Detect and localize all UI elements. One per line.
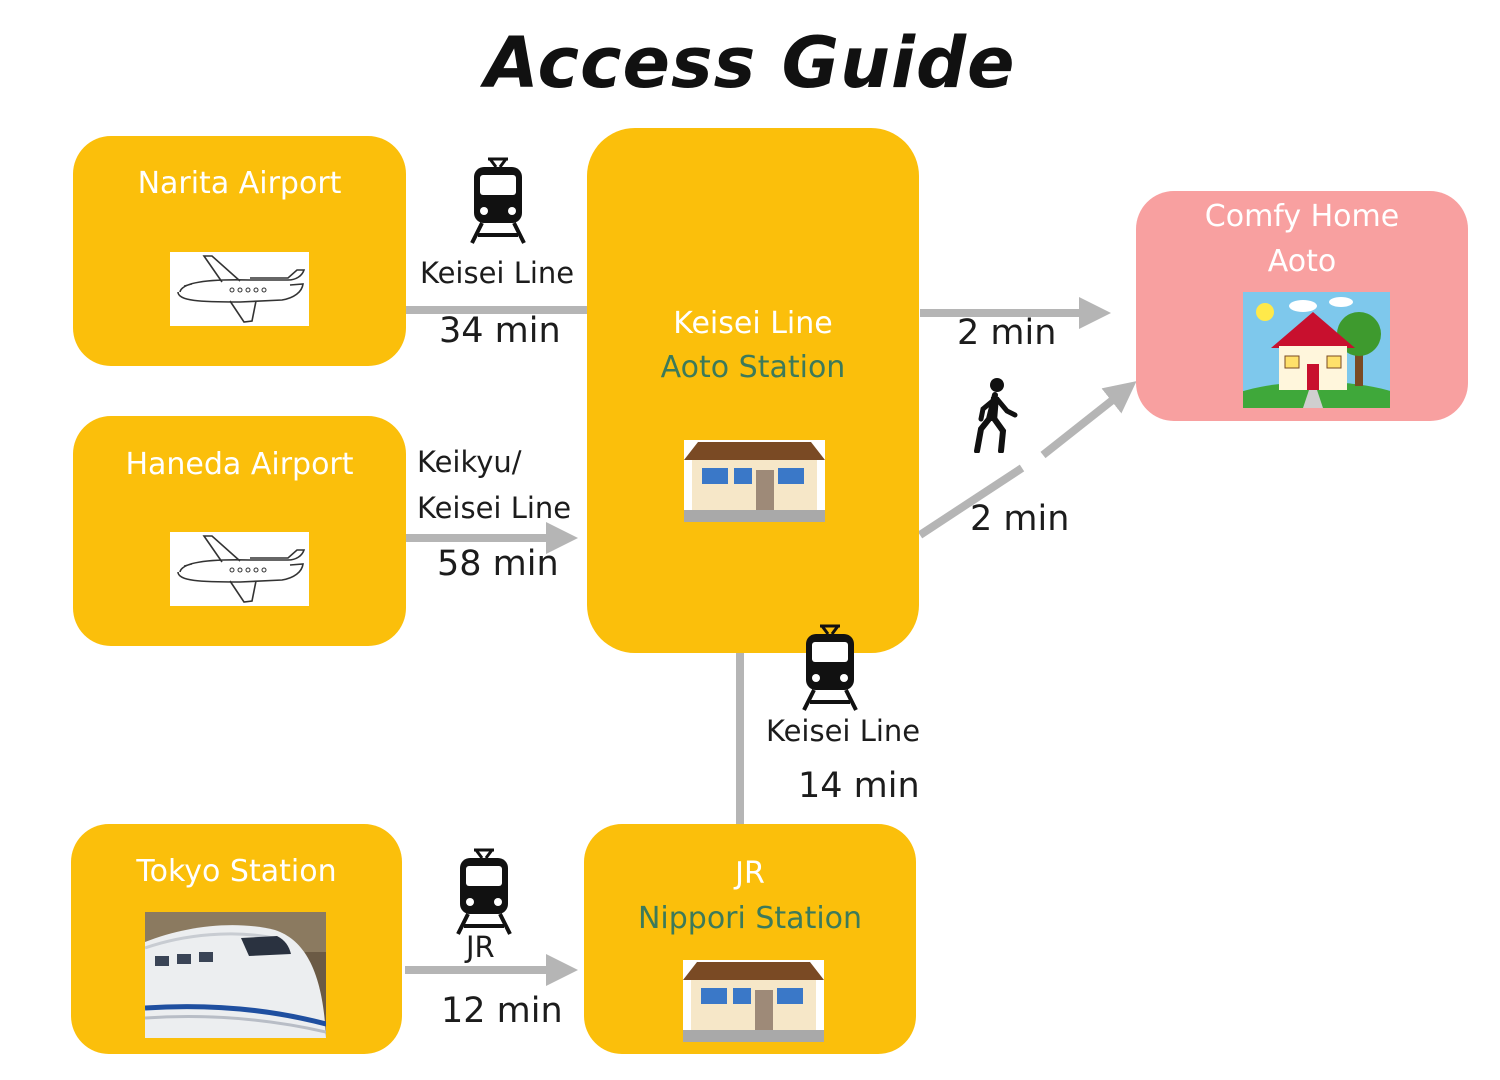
walking-person-icon [974, 378, 1018, 453]
node-line-label: Keisei Line [673, 306, 833, 341]
train-icon [470, 157, 526, 244]
node-tokyo-station: Tokyo Station [71, 824, 402, 1054]
edge-line-label: JR [466, 930, 495, 964]
edge-line-label: Keisei Line [417, 491, 572, 525]
node-label: Narita Airport [137, 166, 342, 201]
bullet-train-icon [145, 912, 326, 1038]
node-aoto-station: Keisei Line Aoto Station [587, 128, 919, 653]
node-nippori-station: JR Nippori Station [584, 824, 916, 1054]
node-label: Tokyo Station [136, 854, 337, 889]
station-building-icon [684, 440, 825, 522]
node-line-label: JR [735, 856, 765, 891]
node-label: Haneda Airport [125, 447, 354, 482]
edge-line-label: Keisei Line [766, 714, 921, 748]
edge-line-label: Keisei Line [420, 256, 575, 290]
edge-time-label: 2 min [970, 499, 1070, 539]
node-narita-airport: Narita Airport [73, 136, 406, 366]
edge-time-label: 14 min [798, 766, 920, 806]
node-station-name: Aoto Station [660, 350, 846, 385]
airplane-icon [170, 252, 309, 326]
arrow-aoto-home-bottom-a [917, 464, 1025, 539]
edge-time-label: 58 min [437, 544, 559, 584]
edge-time-label: 2 min [957, 313, 1057, 353]
page-title: Access Guide [484, 22, 1016, 104]
edge-time-label: 34 min [439, 311, 561, 351]
train-icon [802, 624, 858, 711]
node-haneda-airport: Haneda Airport [73, 416, 406, 646]
node-comfy-home: Comfy Home Aoto [1136, 191, 1468, 421]
node-home-name: Comfy Home [1204, 199, 1400, 234]
node-home-area: Aoto [1267, 244, 1337, 279]
arrow-aoto-home-bottom-b [1040, 381, 1137, 459]
edge-line-label: Keikyu/ [417, 445, 522, 479]
house-icon [1243, 292, 1390, 408]
station-building-icon [683, 960, 824, 1042]
edge-time-label: 12 min [441, 991, 563, 1031]
node-station-name: Nippori Station [637, 901, 863, 936]
train-icon [456, 848, 512, 935]
airplane-icon [170, 532, 309, 606]
